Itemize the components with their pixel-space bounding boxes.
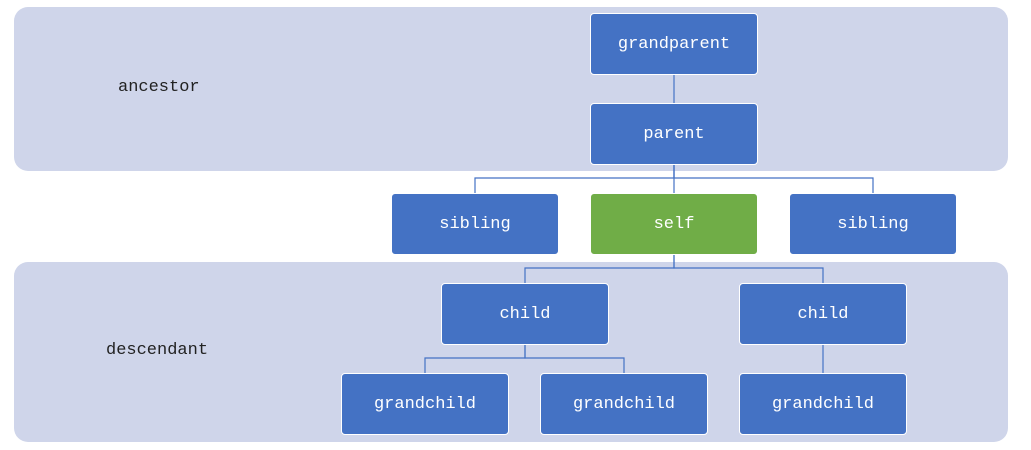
node-child-right: child: [739, 283, 907, 345]
node-sibling-left: sibling: [391, 193, 559, 255]
node-child-left: child: [441, 283, 609, 345]
node-parent: parent: [590, 103, 758, 165]
node-self: self: [590, 193, 758, 255]
connector-parent-sibling_left: [474, 165, 675, 193]
ancestor-band: [14, 7, 1008, 171]
connector-self-child_right: [673, 255, 824, 283]
ancestor-label: ancestor: [118, 78, 200, 97]
node-grandchild-3: grandchild: [739, 373, 907, 435]
connector-child_left-grandchild_2: [524, 345, 625, 373]
node-grandparent: grandparent: [590, 13, 758, 75]
connector-parent-sibling_right: [673, 165, 874, 193]
node-grandchild-2: grandchild: [540, 373, 708, 435]
connector-self-child_left: [524, 255, 675, 283]
descendant-label: descendant: [106, 341, 209, 360]
node-sibling-right: sibling: [789, 193, 957, 255]
connector-child_left-grandchild_1: [424, 345, 526, 373]
node-grandchild-1: grandchild: [341, 373, 509, 435]
